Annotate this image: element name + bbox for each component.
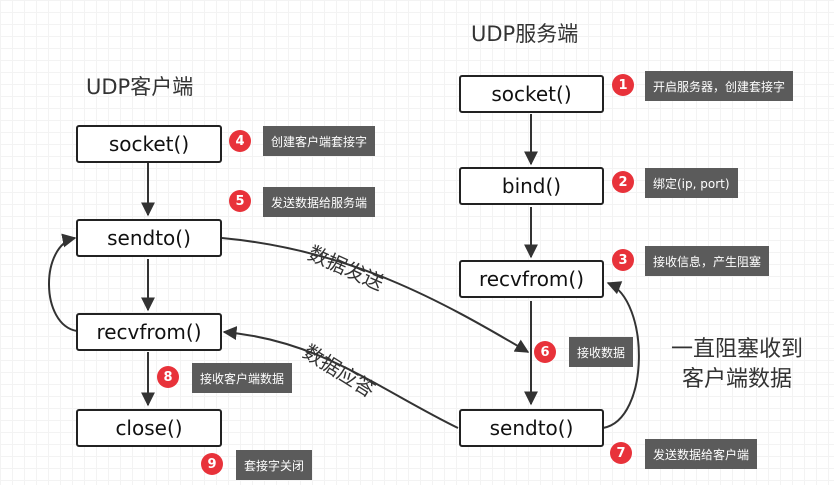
server-bind-box: bind() [459, 167, 604, 205]
arrow-reply-data [222, 326, 459, 429]
step-badge-8: 8 [157, 366, 179, 388]
step-note-2: 绑定(ip, port) [645, 168, 738, 198]
client-close-box: close() [76, 409, 222, 447]
step-note-5: 发送数据给服务端 [263, 187, 376, 217]
arrow-client-loop [48, 233, 78, 332]
server-socket-box: socket() [459, 75, 604, 113]
arrow-server-loop [602, 281, 640, 429]
client-title: UDP客户端 [86, 75, 194, 99]
client-socket-box: socket() [76, 125, 222, 163]
server-sendto-box: sendto() [459, 409, 604, 447]
server-title: UDP服务端 [471, 22, 579, 46]
step-note-1: 开启服务器，创建套接字 [645, 71, 794, 101]
step-badge-9: 9 [201, 453, 223, 475]
server-recvfrom-box: recvfrom() [459, 260, 604, 298]
step-badge-6: 6 [534, 341, 556, 363]
blocking-label-line2: 客户端数据 [681, 367, 792, 392]
step-note-9: 套接字关闭 [236, 450, 313, 480]
step-note-6: 接收数据 [569, 337, 634, 367]
blocking-label-line1: 一直阻塞收到 [670, 337, 803, 362]
client-recvfrom-box: recvfrom() [76, 313, 222, 351]
step-badge-2: 2 [612, 171, 634, 193]
step-badge-7: 7 [610, 442, 632, 464]
step-note-8: 接收客户端数据 [192, 363, 293, 393]
blocking-label: 一直阻塞收到 客户端数据 [659, 335, 815, 395]
step-note-3: 接收信息，产生阻塞 [645, 246, 770, 276]
step-badge-5: 5 [229, 190, 251, 212]
step-badge-1: 1 [612, 74, 634, 96]
step-badge-3: 3 [612, 249, 634, 271]
step-badge-4: 4 [229, 130, 251, 152]
client-sendto-box: sendto() [76, 219, 222, 257]
arrow-send-data [221, 237, 530, 353]
step-note-4: 创建客户端套接字 [263, 126, 376, 156]
step-note-7: 发送数据给客户端 [645, 439, 758, 469]
